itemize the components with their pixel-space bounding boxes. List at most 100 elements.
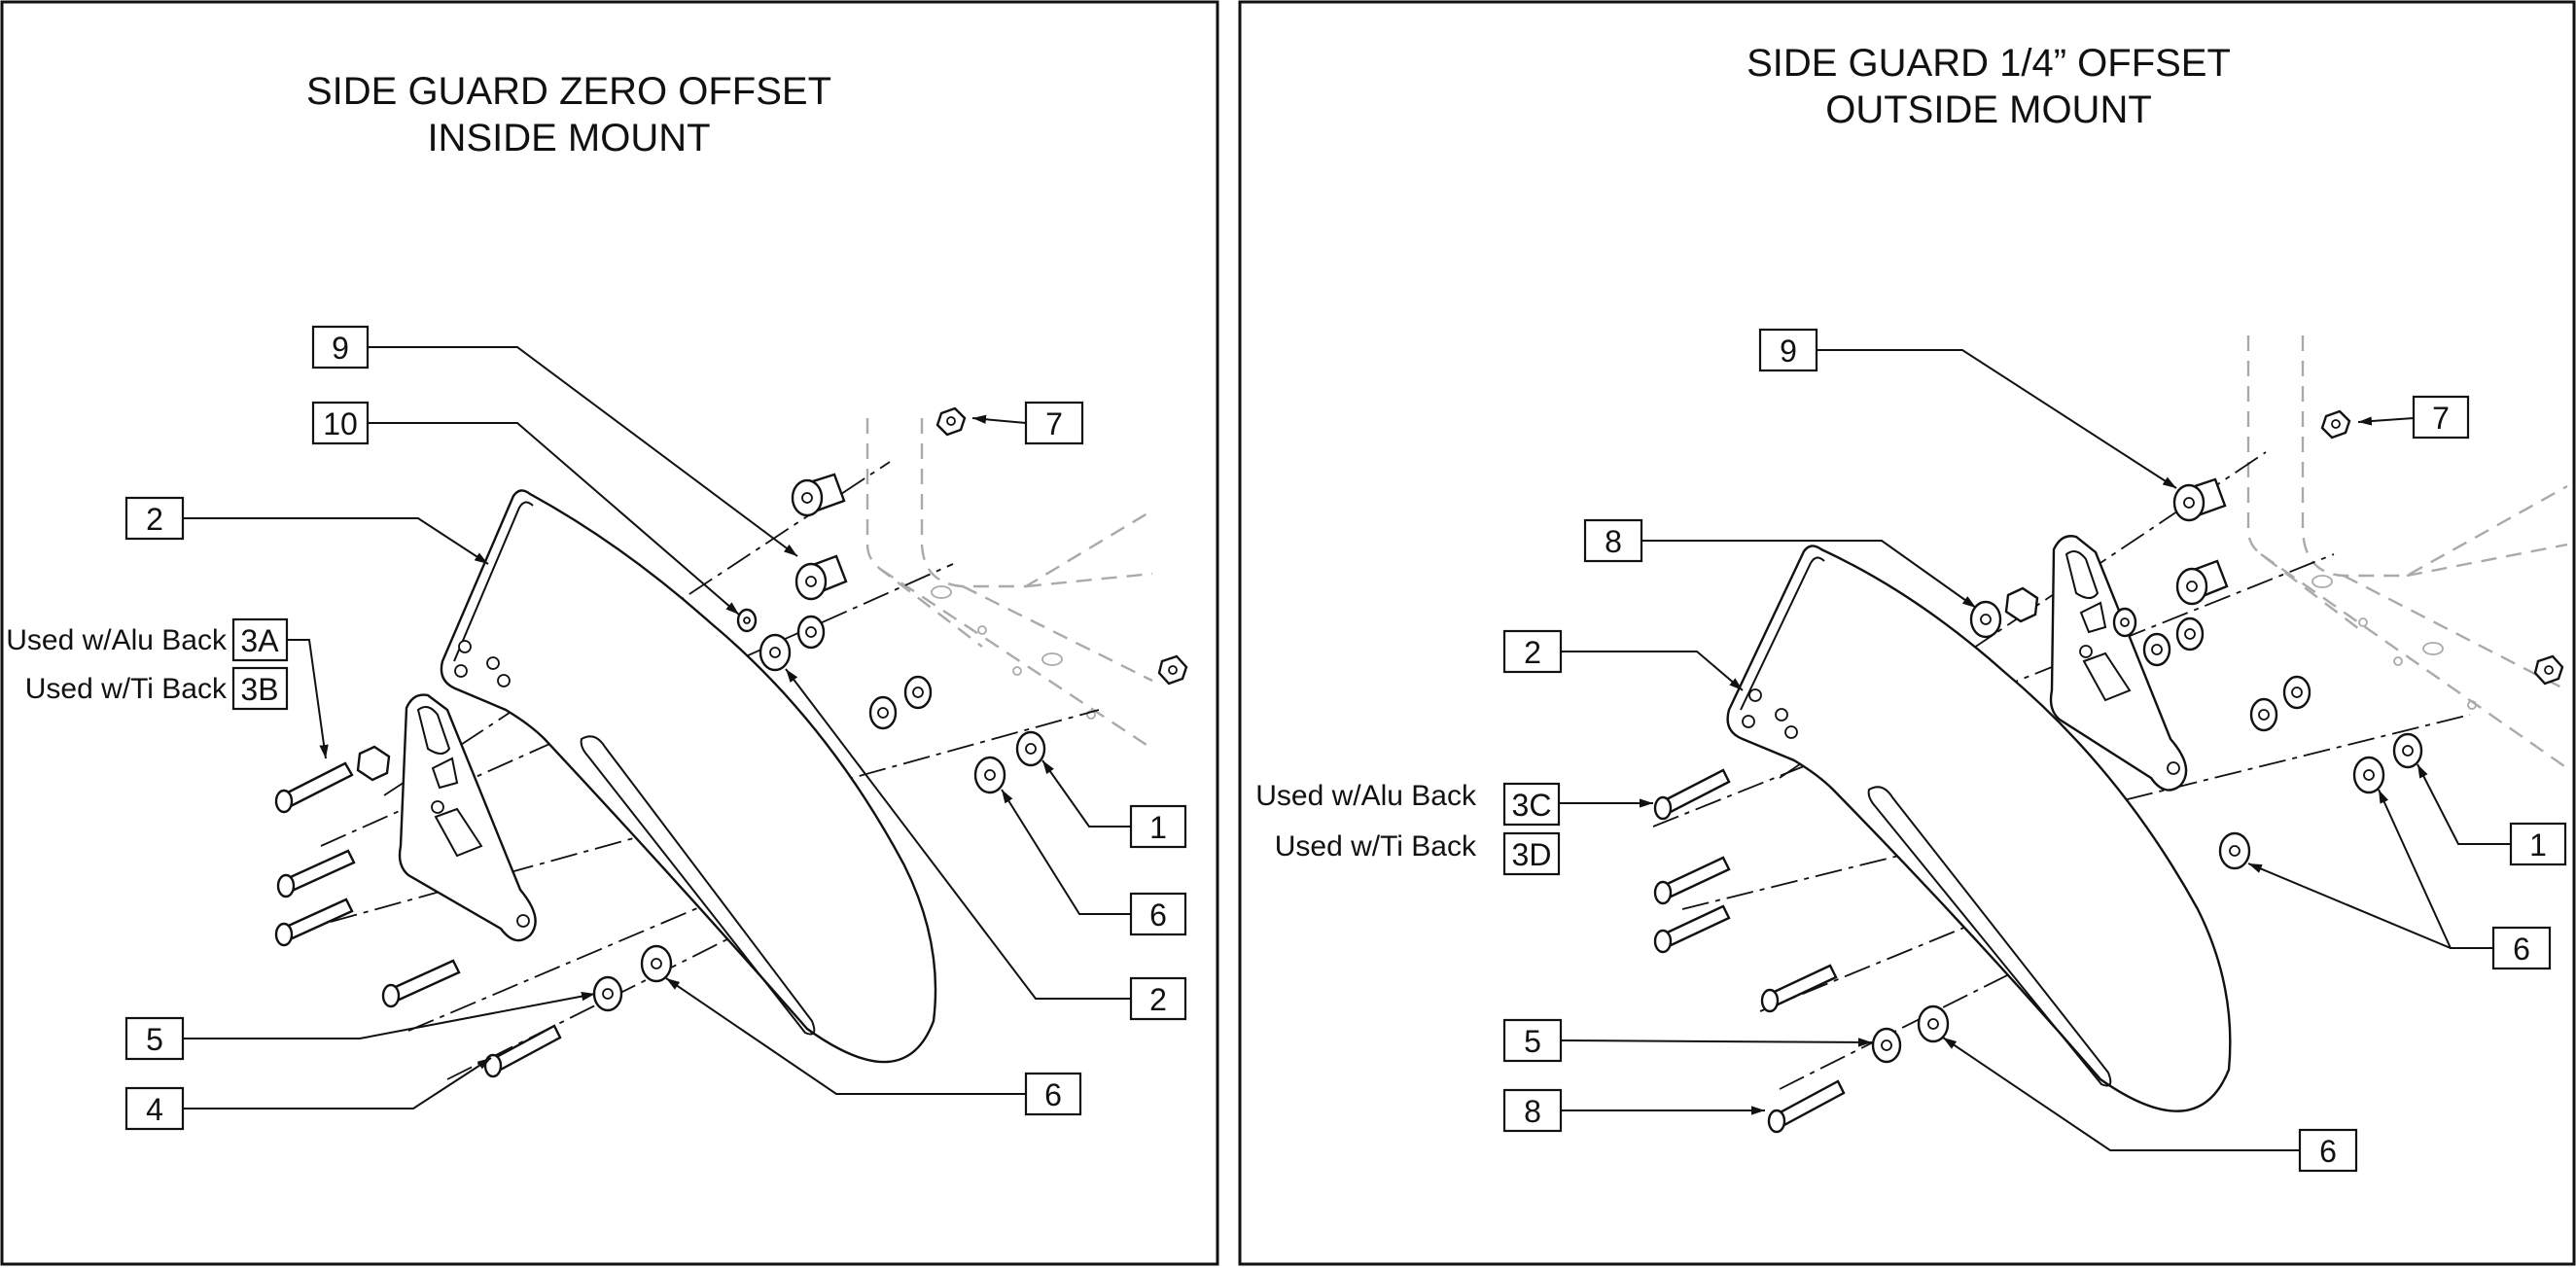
nut-7-lower [1157,654,1188,686]
washer-2-upper [759,633,792,672]
nut-7-right-lower [2533,654,2564,686]
panel-left: SIDE GUARD ZERO OFFSET INSIDE MOUNT [0,0,1219,1266]
washer-6-right-lower [1917,1004,1950,1043]
svg-text:1: 1 [2529,828,2547,863]
washer-1 [1015,730,1046,767]
callout-8-lower-right: 8 [1502,1088,1563,1133]
callout-1-left: 1 [1129,804,1187,849]
label-used-w-alu-back-left: Used w/Alu Back [6,624,228,656]
screws-left [274,761,562,1078]
callout-1-right: 1 [2509,822,2567,866]
svg-text:5: 5 [1524,1024,1541,1059]
callout-2-right: 2 [1502,629,1563,674]
spacer-9-lower [794,554,848,601]
label-used-w-ti-back-left: Used w/Ti Back [25,673,228,705]
svg-text:2: 2 [1524,635,1541,670]
callout-3c: 3C [1502,782,1561,827]
label-used-w-alu-back-right: Used w/Alu Back [1255,780,1477,812]
callout-8-upper-right: 8 [1583,518,1643,563]
spacer-mid-right [2112,607,2205,667]
spacer-mid [796,615,826,650]
screw-4 [483,1024,562,1078]
callout-7-left: 7 [1024,401,1084,445]
svg-text:9: 9 [332,331,349,366]
svg-text:2: 2 [1149,982,1167,1017]
panel-right-frame [1238,0,2576,1266]
panel-right-title-line1: SIDE GUARD 1/4” OFFSET [1747,42,2231,85]
backrest-frame-ghost-right [2246,335,2568,769]
callout-3a: 3A [231,617,289,662]
callout-5-right: 5 [1502,1018,1563,1063]
panel-right: SIDE GUARD 1/4” OFFSET OUTSIDE MOUNT [1238,0,2576,1266]
svg-text:3C: 3C [1512,788,1552,823]
mount-bracket-right [2004,535,2188,792]
screw-3c [1653,768,1731,821]
spacer-9-upper [791,473,846,517]
washer-5 [592,975,623,1012]
svg-text:3A: 3A [240,623,279,658]
nut-7-upper [935,406,967,437]
washer-8-upper [1969,600,2002,639]
svg-text:3D: 3D [1512,837,1552,872]
svg-text:3B: 3B [240,672,278,707]
hardware-left [592,406,1188,1012]
callout-7-right: 7 [2412,395,2470,440]
svg-text:8: 8 [1524,1094,1541,1129]
screws-right [1653,768,1846,1134]
spacer-right-a [868,675,933,730]
callout-3b: 3B [231,666,289,711]
screw-3a [274,761,354,814]
leaders-right [1559,349,2511,1151]
callout-6-right-lower: 6 [2298,1128,2358,1173]
nut-7-right-upper [2320,409,2351,440]
svg-text:6: 6 [2319,1134,2337,1169]
svg-text:7: 7 [2432,401,2450,436]
label-used-w-ti-back-right: Used w/Ti Back [1275,830,1477,863]
svg-text:7: 7 [1045,406,1063,441]
washer-6-right-b [2218,831,2251,870]
washer-6-right-a [2352,756,2385,794]
callout-9-left: 9 [311,325,370,370]
hardware-right [1871,409,2564,1064]
callout-6-lower-left: 6 [1024,1072,1082,1116]
side-guard-plate-left [440,489,937,1064]
spacer-lower-right [2175,559,2229,606]
mount-bracket-left [356,693,537,942]
callout-3d: 3D [1502,831,1561,876]
screw-row3-right [1653,904,1731,954]
leaders-left [183,346,1131,1110]
svg-text:9: 9 [1780,334,1797,369]
callout-6-upper-left: 6 [1129,892,1187,936]
washer-1-right [2392,732,2423,769]
svg-text:6: 6 [2513,932,2530,967]
svg-text:6: 6 [1149,898,1167,933]
callout-9-right: 9 [1758,328,1818,372]
spacer-right-b [2249,675,2311,732]
svg-text:6: 6 [1044,1077,1062,1112]
svg-text:4: 4 [146,1092,163,1127]
callout-6-right-upper: 6 [2491,926,2552,970]
backrest-frame-ghost [865,418,1153,751]
panel-left-frame [0,0,1219,1266]
svg-text:2: 2 [146,502,163,537]
washer-10 [736,608,758,633]
panel-left-title-line1: SIDE GUARD ZERO OFFSET [306,70,831,113]
svg-text:10: 10 [323,406,358,441]
callout-10-left: 10 [311,401,370,445]
svg-text:5: 5 [146,1022,163,1057]
screw-row4-right [1760,964,1838,1013]
screw-row3 [274,898,354,947]
screw-row2 [276,849,356,898]
side-guard-plate-right [1726,545,2232,1112]
washer-6-lower [640,944,673,983]
svg-text:8: 8 [1605,524,1622,559]
callout-2-upper-left: 2 [124,496,185,541]
washer-5-right [1871,1027,1902,1064]
callout-4-left: 4 [124,1086,185,1131]
spacer-9-right [2172,477,2227,522]
screw-row2-right [1653,856,1731,905]
washer-6-right [973,756,1006,794]
screw-row4 [381,959,461,1008]
panel-left-title-line2: INSIDE MOUNT [427,117,710,159]
